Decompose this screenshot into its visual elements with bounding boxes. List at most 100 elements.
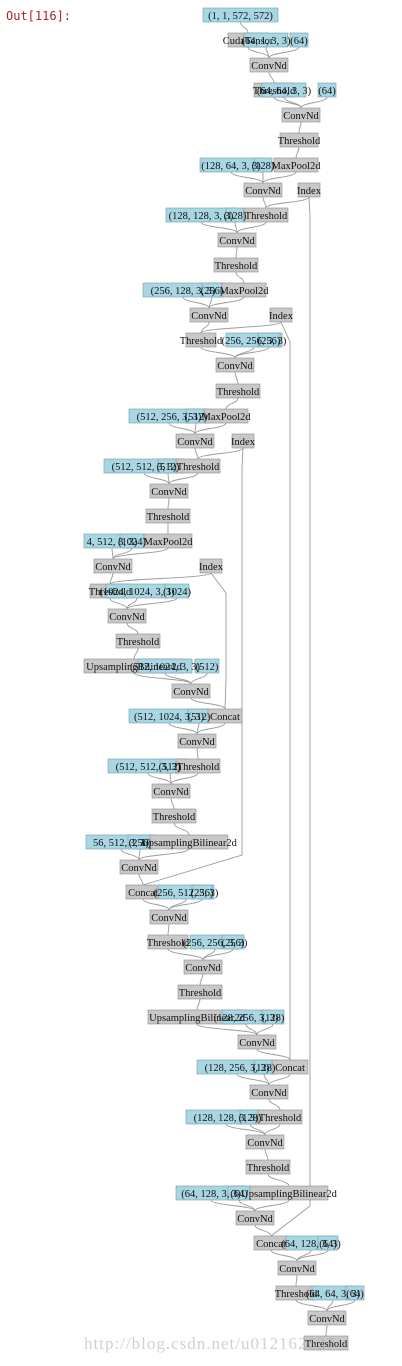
op-node-label: Threshold [89, 587, 132, 598]
op-node-label: ConvNd [177, 437, 213, 448]
op-node-label: MaxPool2d [219, 286, 269, 297]
edge-line [300, 96, 328, 109]
op-node [115, 633, 161, 649]
edge-line [265, 196, 310, 209]
op-node-label: Index [231, 437, 256, 448]
edge-line [196, 1023, 258, 1036]
op-node [243, 182, 283, 198]
op-node-label: ConvNd [179, 737, 215, 748]
tensor-node-label: (128) [252, 161, 275, 172]
op-node-label: Threshold [305, 1339, 348, 1350]
tensor-node-label: (64, 64, 3, 3) [257, 86, 312, 97]
edge-line [200, 321, 282, 334]
edge-line [138, 848, 190, 861]
op-node-label: Concat [210, 712, 240, 723]
edge-line [111, 547, 114, 560]
tensor-node [257, 332, 281, 348]
op-node [221, 282, 267, 298]
edge-line [296, 1249, 329, 1262]
tensor-node-label: (128, 256, 3, 3) [205, 1063, 270, 1074]
tensor-node-label: (64, 128, 3, 3) [181, 1189, 241, 1200]
op-node [107, 608, 147, 624]
op-node-label: ConvNd [109, 612, 145, 623]
op-node [151, 783, 191, 799]
tensor-node-label: (512) [196, 662, 219, 673]
tensor-node-label: (512) [188, 712, 211, 723]
op-node-label: CudaTensor [223, 36, 274, 47]
edge-line [196, 998, 201, 1011]
op-node [249, 1185, 329, 1201]
op-node-label: UpsamplingBilinear2d [149, 1013, 245, 1024]
edge-line [265, 46, 270, 59]
op-node [303, 1335, 349, 1351]
tensor-node [194, 658, 220, 674]
edge-line [197, 447, 244, 460]
edge-line [126, 597, 178, 610]
op-node-label: ConvNd [151, 913, 187, 924]
op-node-label: ConvNd [251, 61, 287, 72]
edge-line [268, 46, 300, 59]
op-node [249, 57, 289, 73]
edge-line [200, 346, 236, 359]
op-node [147, 934, 189, 950]
tensor-node-label: (128, 64, 3, 3) [201, 161, 261, 172]
edge-line [168, 422, 196, 435]
edge-line [138, 873, 144, 886]
op-node-label: Threshold [253, 86, 296, 97]
op-node [271, 1059, 309, 1075]
edge-line [182, 296, 210, 309]
tensor-node [164, 583, 190, 599]
tensor-node-label: (256) [129, 838, 152, 849]
edge-line [169, 772, 172, 785]
edge-line [147, 772, 172, 785]
edge-line [268, 1073, 291, 1086]
tensor-node-label: (64) [230, 1189, 248, 1200]
op-node [177, 984, 223, 1000]
edge-line [190, 672, 208, 685]
edge-line [238, 1199, 256, 1212]
op-node-label: ConvNd [191, 311, 227, 322]
edge-line [273, 96, 302, 109]
edge-line [133, 672, 192, 685]
edge-line [133, 647, 139, 660]
op-node-label: ConvNd [219, 236, 255, 247]
op-node-label: Threshold [278, 136, 321, 147]
tensor-node-label: (64, 128, 3, 3) [281, 1239, 341, 1250]
skip-connection-line [210, 572, 227, 710]
op-node [231, 433, 255, 449]
edge-line [167, 472, 170, 485]
op-node [237, 1034, 277, 1050]
op-node [249, 1084, 289, 1100]
edge-line [234, 346, 270, 359]
op-node [175, 758, 221, 774]
edge-line [196, 747, 199, 760]
edge-line [109, 597, 128, 610]
op-node [281, 107, 321, 123]
op-node [235, 1210, 275, 1226]
edge-line [138, 848, 141, 861]
op-node-label: Concat [275, 1063, 305, 1074]
tensor-node-label: (512) [157, 462, 180, 473]
op-node-label: MaxPool2d [271, 161, 321, 172]
op-node-label: Threshold [217, 387, 260, 398]
op-node-label: ConvNd [153, 787, 189, 798]
edge-line [235, 246, 238, 259]
edge-line [168, 722, 198, 735]
edge-line [208, 296, 245, 309]
edge-line [254, 1199, 290, 1212]
edge-line [109, 572, 114, 585]
op-node [149, 909, 189, 925]
op-node [215, 357, 255, 373]
tensor-node [261, 82, 307, 98]
tensor-node-label: (256, 256, 3, 3) [183, 938, 248, 949]
edge-line [109, 572, 212, 585]
op-node-label: Concat [128, 888, 158, 899]
tensor-node-label: (512, 1024, 3, 3) [134, 712, 204, 723]
edge-line [194, 447, 199, 460]
op-node-label: ConvNd [185, 963, 221, 974]
op-node-label: UpsamplingBilinear2d [141, 838, 237, 849]
tensor-node-label: (64) [319, 1239, 337, 1250]
op-node [151, 808, 197, 824]
op-node [273, 157, 319, 173]
op-node [185, 332, 217, 348]
